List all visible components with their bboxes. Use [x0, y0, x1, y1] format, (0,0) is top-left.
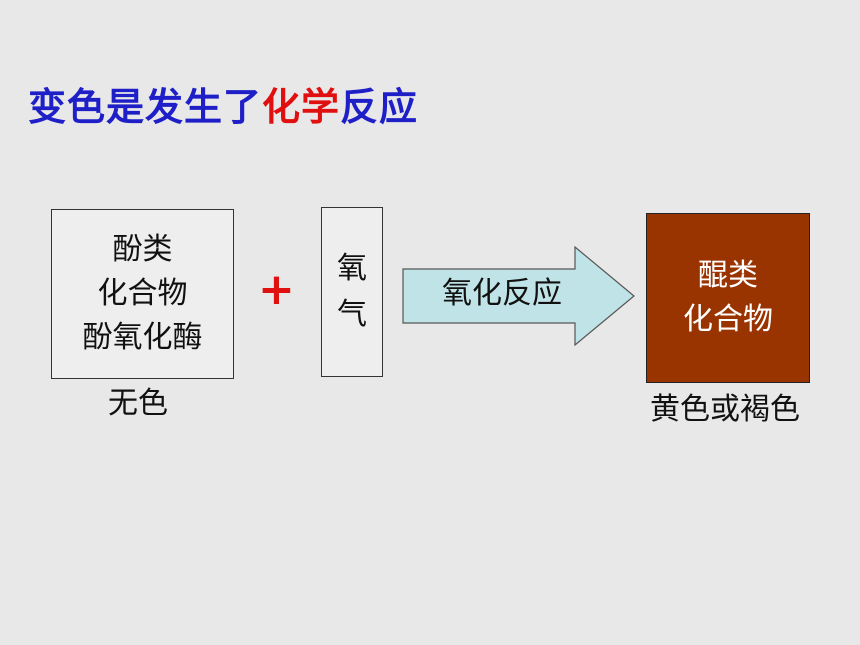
product-line: 醌类: [698, 258, 758, 293]
reaction-arrow: 氧化反应: [402, 246, 636, 346]
product-line: 化合物: [683, 302, 773, 337]
oxygen-box: 氧 气: [321, 207, 383, 377]
reactant-caption: 无色: [108, 386, 168, 421]
reactant-box: 酚类 化合物 酚氧化酶: [51, 209, 234, 379]
oxygen-line: 氧: [337, 251, 367, 286]
arrow-label: 氧化反应: [442, 276, 562, 311]
plus-sign: +: [258, 264, 295, 315]
title-part-1: 变色是发生了: [28, 85, 263, 129]
title-part-3: 反应: [340, 85, 419, 129]
reactant-line: 酚类: [112, 232, 173, 267]
arrow-shape: [402, 246, 635, 346]
reactant-line: 化合物: [97, 276, 188, 311]
title-part-2-highlight: 化学: [262, 85, 341, 129]
product-box: 醌类 化合物: [646, 213, 810, 383]
oxygen-line: 气: [337, 297, 367, 332]
slide-title: 变色是发生了化学反应: [28, 76, 418, 131]
product-caption: 黄色或褐色: [650, 392, 800, 427]
reactant-line: 酚氧化酶: [82, 320, 203, 355]
